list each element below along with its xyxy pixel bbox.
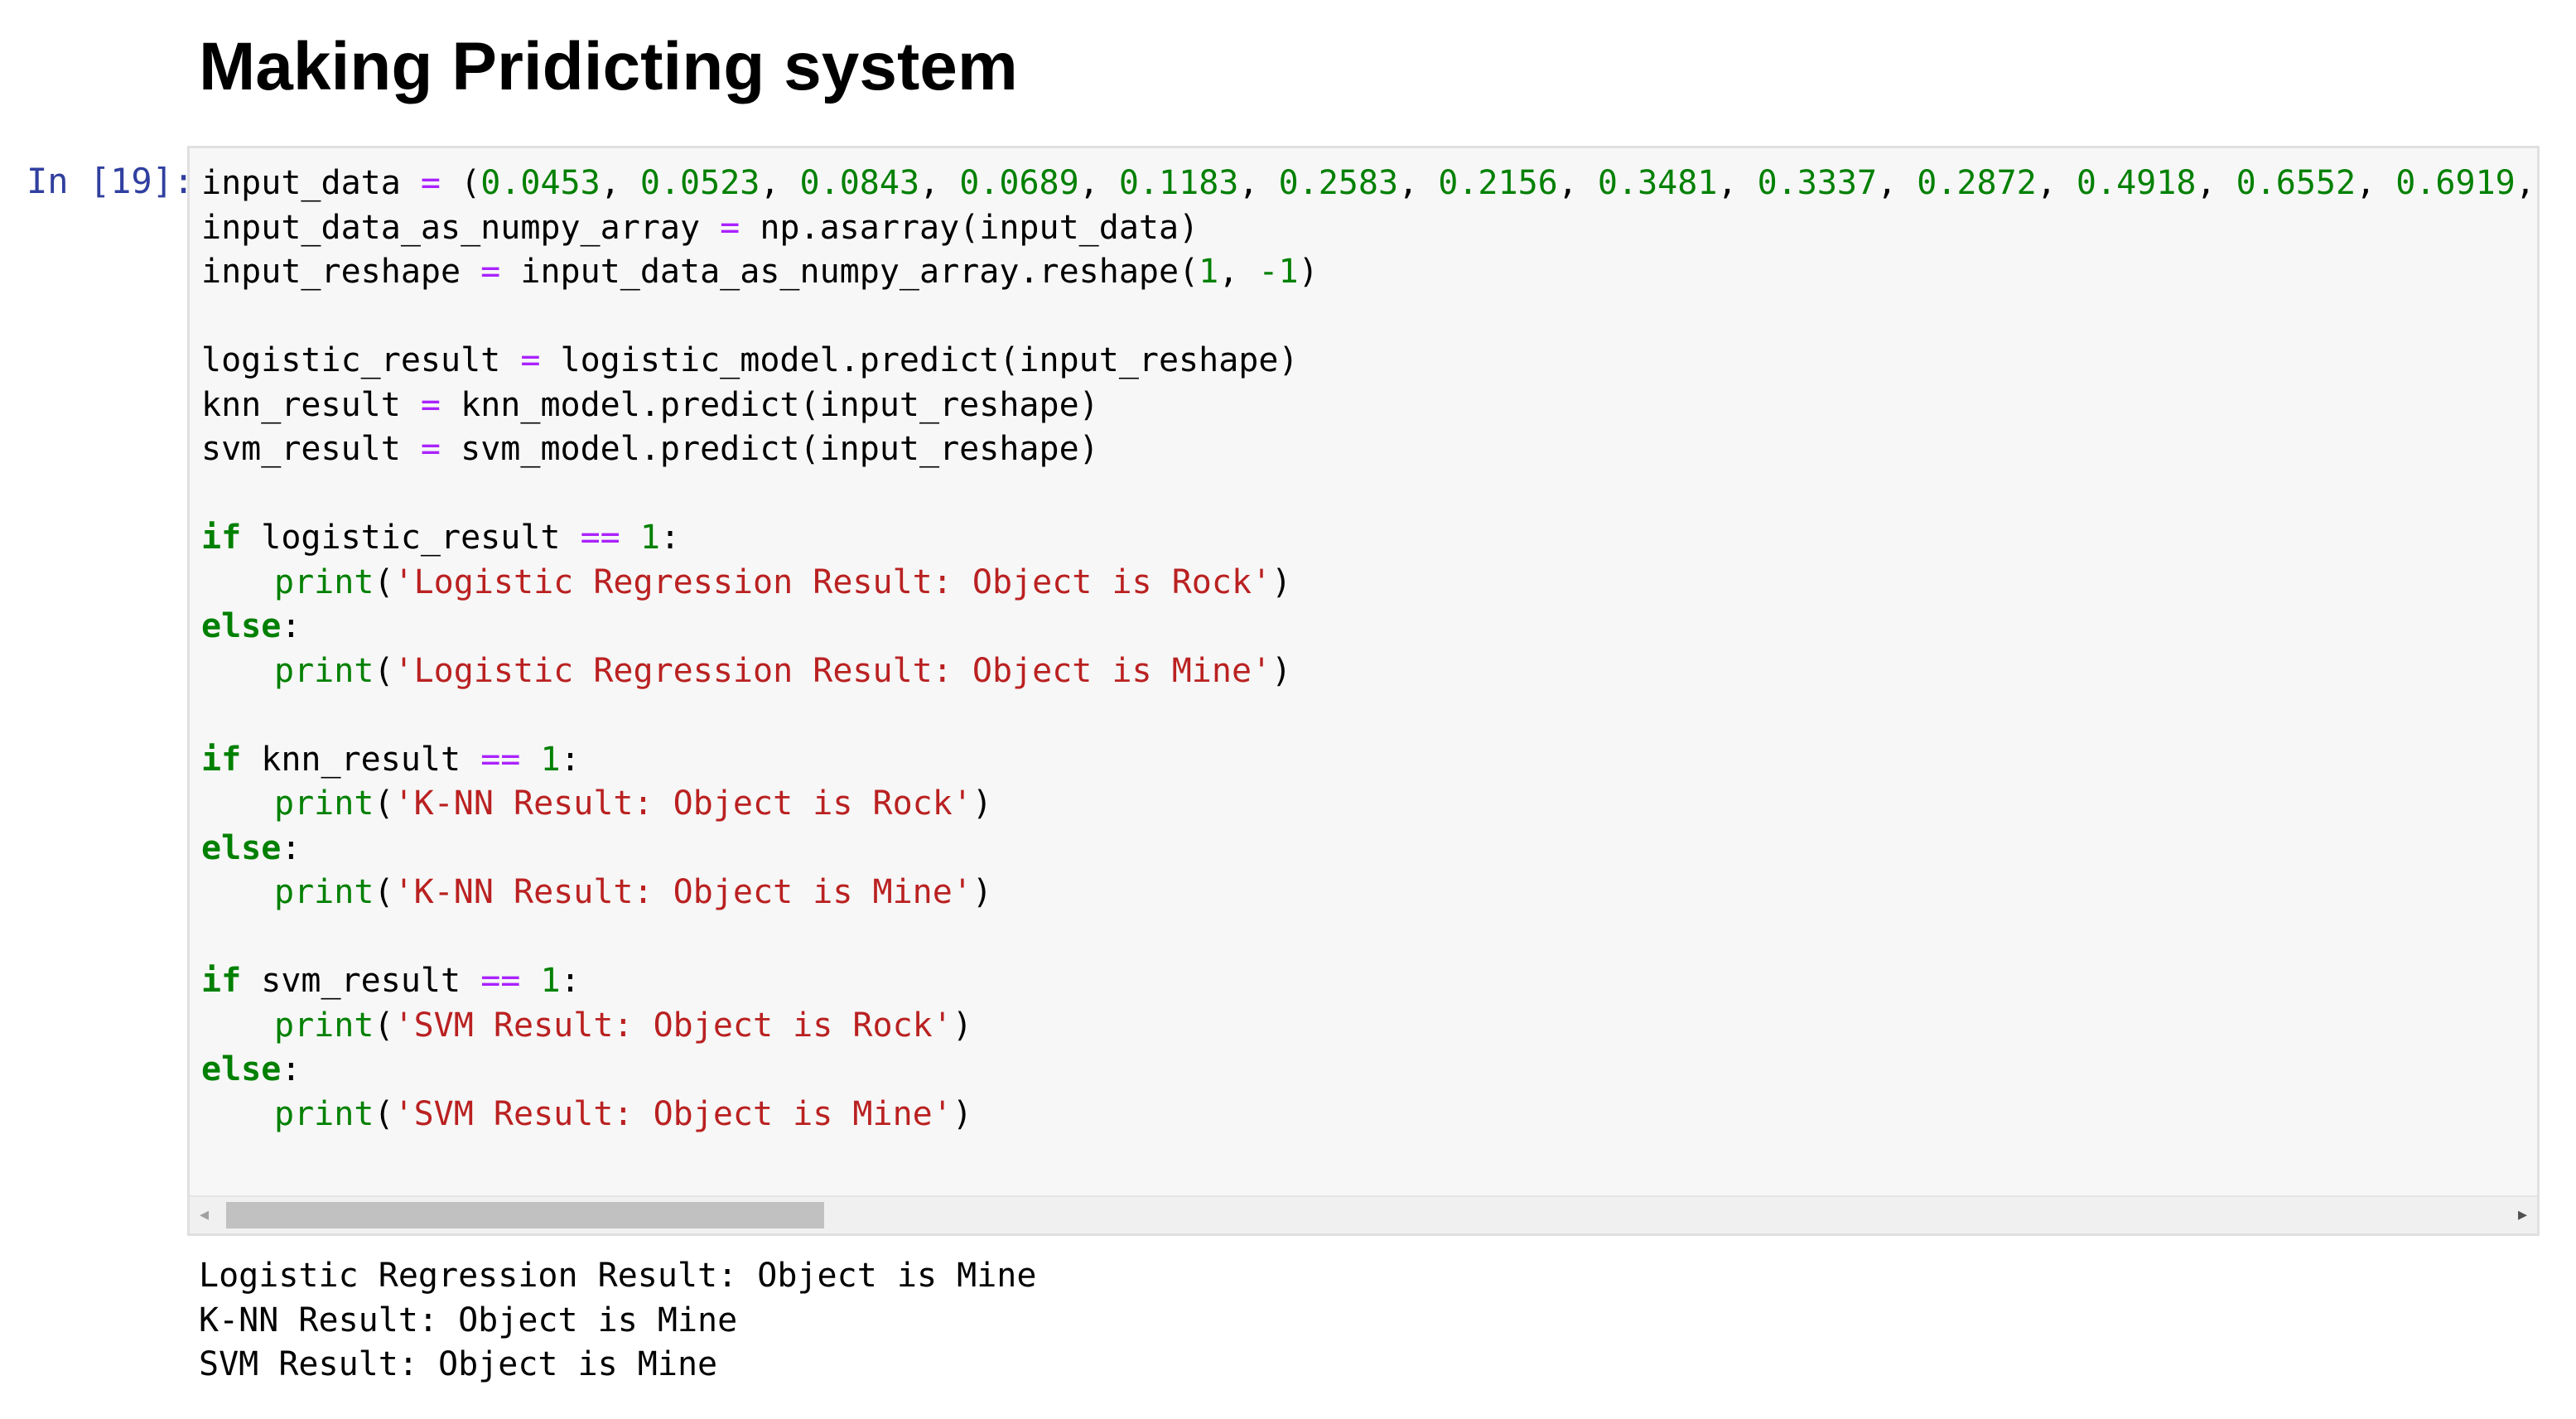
input-value: 0.6919 <box>2395 164 2516 202</box>
input-value: 0.0843 <box>799 164 920 202</box>
code-line-if-logistic: if logistic_result == 1: <box>201 519 681 557</box>
output-line: SVM Result: Object is Mine <box>199 1345 718 1383</box>
input-value: 0.2872 <box>1917 164 2037 202</box>
code-line-if-knn: if knn_result == 1: <box>201 740 581 779</box>
horizontal-scrollbar[interactable]: ◂ ▸ <box>190 1195 2537 1233</box>
value-separator: , <box>2356 164 2396 202</box>
code-line-else: else: <box>201 828 301 867</box>
scroll-left-icon[interactable]: ◂ <box>200 1204 210 1225</box>
code-line-else: else: <box>201 607 301 645</box>
value-separator: , <box>2196 164 2236 202</box>
code-line-if-svm: if svm_result == 1: <box>201 962 581 1000</box>
code-line-print-svm-mine: print('SVM Result: Object is Mine') <box>274 1094 972 1133</box>
code-line-7: svm_result = svm_model.predict(input_res… <box>201 430 1099 468</box>
code-editor[interactable]: input_data = (0.0453, 0.0523, 0.0843, 0.… <box>201 162 2537 1137</box>
section-heading: Making Pridicting system <box>199 29 1018 104</box>
input-value: 0.2156 <box>1438 164 1558 202</box>
input-value: 0.0453 <box>480 164 601 202</box>
code-line-print-knn-mine: print('K-NN Result: Object is Mine') <box>274 873 992 911</box>
input-value: 0.2583 <box>1278 164 1399 202</box>
code-line-else: else: <box>201 1050 301 1088</box>
input-value: 0.0689 <box>959 164 1079 202</box>
code-line-blank <box>201 295 2537 340</box>
code-line-blank <box>201 693 2537 738</box>
value-separator: , <box>1717 164 1758 202</box>
code-line-blank <box>201 472 2537 517</box>
value-separator: , <box>600 164 640 202</box>
input-value: 0.4918 <box>2076 164 2197 202</box>
value-separator: , <box>2515 164 2535 202</box>
code-line-blank <box>201 915 2537 960</box>
output-line: K-NN Result: Object is Mine <box>199 1301 738 1339</box>
value-separator: , <box>1238 164 1279 202</box>
scroll-right-icon[interactable]: ▸ <box>2517 1204 2527 1225</box>
value-separator: , <box>760 164 800 202</box>
input-values-list: 0.0453, 0.0523, 0.0843, 0.0689, 0.1183, … <box>480 164 2537 202</box>
input-value: 0.3481 <box>1597 164 1718 202</box>
code-line-1: input_data = (0.0453, 0.0523, 0.0843, 0.… <box>201 162 2537 206</box>
input-value: 0.1183 <box>1118 164 1239 202</box>
code-line-6: knn_result = knn_model.predict(input_res… <box>201 385 1099 424</box>
code-line-print-logistic-mine: print('Logistic Regression Result: Objec… <box>274 651 1292 690</box>
value-separator: , <box>919 164 960 202</box>
scrollbar-thumb[interactable] <box>226 1202 824 1228</box>
cell-prompt: In [19]: <box>27 161 195 201</box>
code-line-print-svm-rock: print('SVM Result: Object is Rock') <box>274 1006 972 1045</box>
code-line-2: input_data_as_numpy_array = np.asarray(i… <box>201 208 1199 247</box>
value-separator: , <box>1557 164 1598 202</box>
input-value: 0.0523 <box>639 164 760 202</box>
value-separator: , <box>1877 164 1918 202</box>
value-separator: , <box>1398 164 1439 202</box>
value-separator: , <box>1078 164 1119 202</box>
code-cell[interactable]: input_data = (0.0453, 0.0523, 0.0843, 0.… <box>187 146 2540 1236</box>
code-line-print-logistic-rock: print('Logistic Regression Result: Objec… <box>274 562 1292 601</box>
input-value: 0.6552 <box>2236 164 2357 202</box>
code-line-5: logistic_result = logistic_model.predict… <box>201 341 1299 379</box>
input-value: 0.3337 <box>1757 164 1878 202</box>
cell-output: Logistic Regression Result: Object is Mi… <box>199 1254 1036 1388</box>
code-line-3: input_reshape = input_data_as_numpy_arra… <box>201 253 1319 291</box>
output-line: Logistic Regression Result: Object is Mi… <box>199 1257 1037 1295</box>
value-separator: , <box>2036 164 2077 202</box>
code-line-print-knn-rock: print('K-NN Result: Object is Rock') <box>274 784 992 823</box>
